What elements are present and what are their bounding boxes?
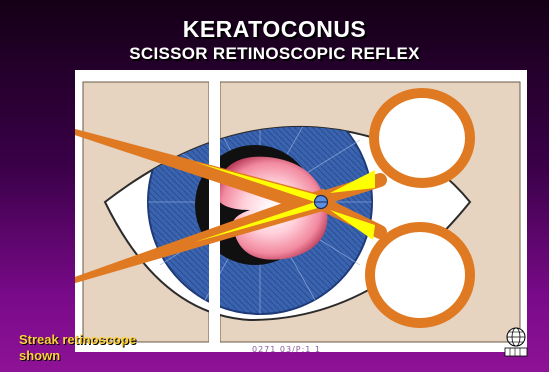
watermark: 0271 03/P:1 1 xyxy=(252,345,321,354)
eye-illustration xyxy=(75,70,527,352)
slide-title: KERATOCONUS xyxy=(0,16,549,43)
caption: Streak retinoscope shown xyxy=(19,332,179,364)
slide-subtitle: SCISSOR RETINOSCOPIC REFLEX xyxy=(0,44,549,64)
globe-logo-icon xyxy=(502,326,530,358)
